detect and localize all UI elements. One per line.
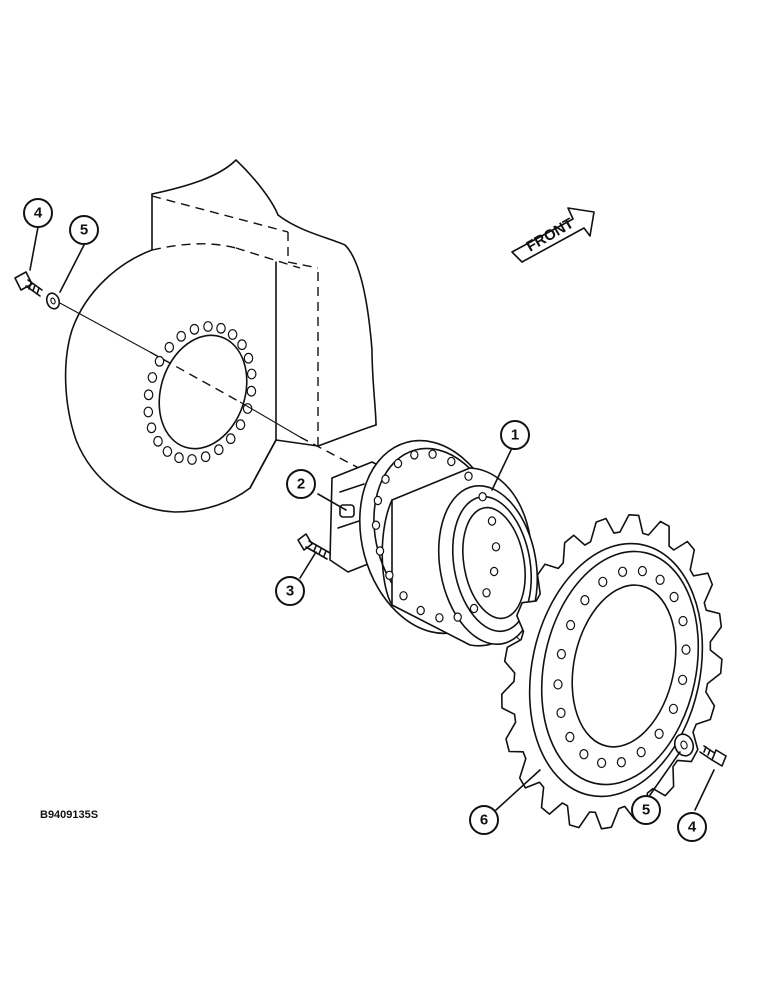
- frame-bolt-hole: [174, 452, 184, 464]
- sprocket-bolt-hole: [579, 749, 589, 760]
- frame-mount-bracket: [64, 159, 377, 513]
- sprocket-bolt-hole: [596, 757, 607, 769]
- callout-3: 3: [275, 576, 305, 606]
- flange-bolt-hole: [464, 471, 473, 481]
- frame-bolt-hole: [243, 352, 254, 364]
- flange-bolt-hole: [381, 474, 390, 484]
- frame-bolt-hole: [153, 435, 163, 447]
- sprocket-bolt-hole: [636, 746, 646, 758]
- frame-bolt-hole: [227, 329, 238, 340]
- frame-bolt-holes: [143, 321, 257, 465]
- callout-6-label: 6: [480, 812, 488, 829]
- flange-bolt-hole: [453, 612, 462, 622]
- frame-bolt-hole: [176, 330, 186, 342]
- flange-bolt-hole: [447, 456, 456, 467]
- flange-bolt-hole: [487, 516, 497, 526]
- final-drive-motor: [329, 439, 539, 647]
- callout-5-lower: 5: [631, 795, 661, 825]
- sprocket-bolt-hole: [668, 703, 679, 715]
- flange-bolt-hole: [371, 520, 381, 530]
- frame-bolt-hole: [225, 433, 236, 445]
- frame-bolt-hole: [146, 422, 157, 434]
- sprocket-bolt-hole: [565, 731, 575, 743]
- sprocket-bolt-hole: [556, 648, 567, 660]
- callout-4-lower: 4: [677, 812, 707, 842]
- flange-bolt-hole: [393, 458, 403, 469]
- frame-bolt-hole: [164, 341, 175, 353]
- washer-lower-right: [673, 733, 695, 757]
- drawing-code: B9409135S: [40, 809, 98, 821]
- flange-bolt-hole: [428, 449, 437, 459]
- frame-bolt-hole: [237, 339, 247, 351]
- flange-bolt-hole: [373, 495, 383, 506]
- frame-bolt-hole: [143, 406, 154, 418]
- callout-1-label: 1: [511, 427, 519, 444]
- frame-bolt-hole: [203, 321, 213, 332]
- callout-1: 1: [500, 420, 530, 450]
- frame-bolt-hole: [235, 419, 246, 431]
- flange-bolt-hole: [416, 605, 425, 616]
- callout-3-label: 3: [286, 583, 294, 600]
- callout-6: 6: [469, 805, 499, 835]
- sprocket-bolt-hole: [677, 674, 688, 686]
- sprocket-bolt-hole: [598, 576, 608, 588]
- sprocket-bolt-hole: [654, 728, 664, 740]
- frame-bolt-hole: [246, 368, 257, 380]
- frame-bolt-hole: [214, 444, 224, 456]
- flange-bolt-hole: [482, 588, 491, 598]
- sprocket-bolt-hole: [580, 595, 590, 606]
- flange-bolt-hole: [435, 613, 444, 623]
- frame-bolt-hole: [187, 454, 197, 465]
- callout-4-upper: 4: [23, 198, 53, 228]
- sprocket-bolt-hole: [669, 591, 679, 603]
- bolt-upper-left: [14, 271, 43, 297]
- leader-lines: [29, 226, 715, 811]
- callout-5-upper-label: 5: [80, 222, 88, 239]
- flange-bolt-hole: [478, 492, 487, 502]
- frame-bolt-hole: [189, 323, 200, 335]
- frame-bolt-hole: [147, 372, 158, 383]
- frame-bolt-hole: [246, 385, 257, 397]
- callout-5-upper: 5: [69, 215, 99, 245]
- sprocket-bolt-hole: [553, 679, 563, 690]
- sprocket-bolt-hole: [637, 565, 648, 577]
- sprocket-bolt-hole: [565, 619, 576, 631]
- bolt-item-3: [297, 533, 331, 560]
- frame-bolt-hole: [200, 451, 211, 463]
- frame-bolt-hole: [216, 322, 226, 334]
- sprocket-bolt-holes: [553, 565, 691, 769]
- sprocket-bolt-hole: [616, 757, 627, 768]
- frame-bolt-hole: [162, 446, 173, 457]
- front-direction-arrow: FRONT: [511, 207, 595, 263]
- flange-bolt-holes: [371, 449, 501, 623]
- flange-bolt-hole: [469, 603, 479, 614]
- sprocket-bolt-hole: [617, 566, 628, 578]
- sprocket-bolt-hole: [556, 707, 566, 719]
- sprocket-bolt-hole: [678, 615, 688, 627]
- flange-bolt-hole: [491, 542, 501, 552]
- flange-bolt-hole: [385, 570, 394, 581]
- sprocket-bolt-hole: [655, 574, 665, 586]
- frame-bolt-hole: [143, 389, 154, 401]
- frame-bolt-hole: [154, 355, 165, 367]
- callout-2: 2: [286, 469, 316, 499]
- bolt-lower-right: [699, 745, 727, 767]
- callout-2-label: 2: [297, 476, 305, 493]
- flange-bolt-hole: [375, 546, 385, 556]
- flange-bolt-hole: [399, 591, 408, 601]
- callout-4-upper-label: 4: [34, 205, 43, 222]
- callout-4-lower-label: 4: [688, 819, 697, 836]
- sprocket-bolt-hole: [681, 644, 691, 655]
- washer-upper-left: [45, 292, 61, 310]
- flange-bolt-hole: [489, 566, 499, 577]
- callout-5-lower-label: 5: [642, 802, 650, 819]
- flange-bolt-hole: [410, 450, 419, 460]
